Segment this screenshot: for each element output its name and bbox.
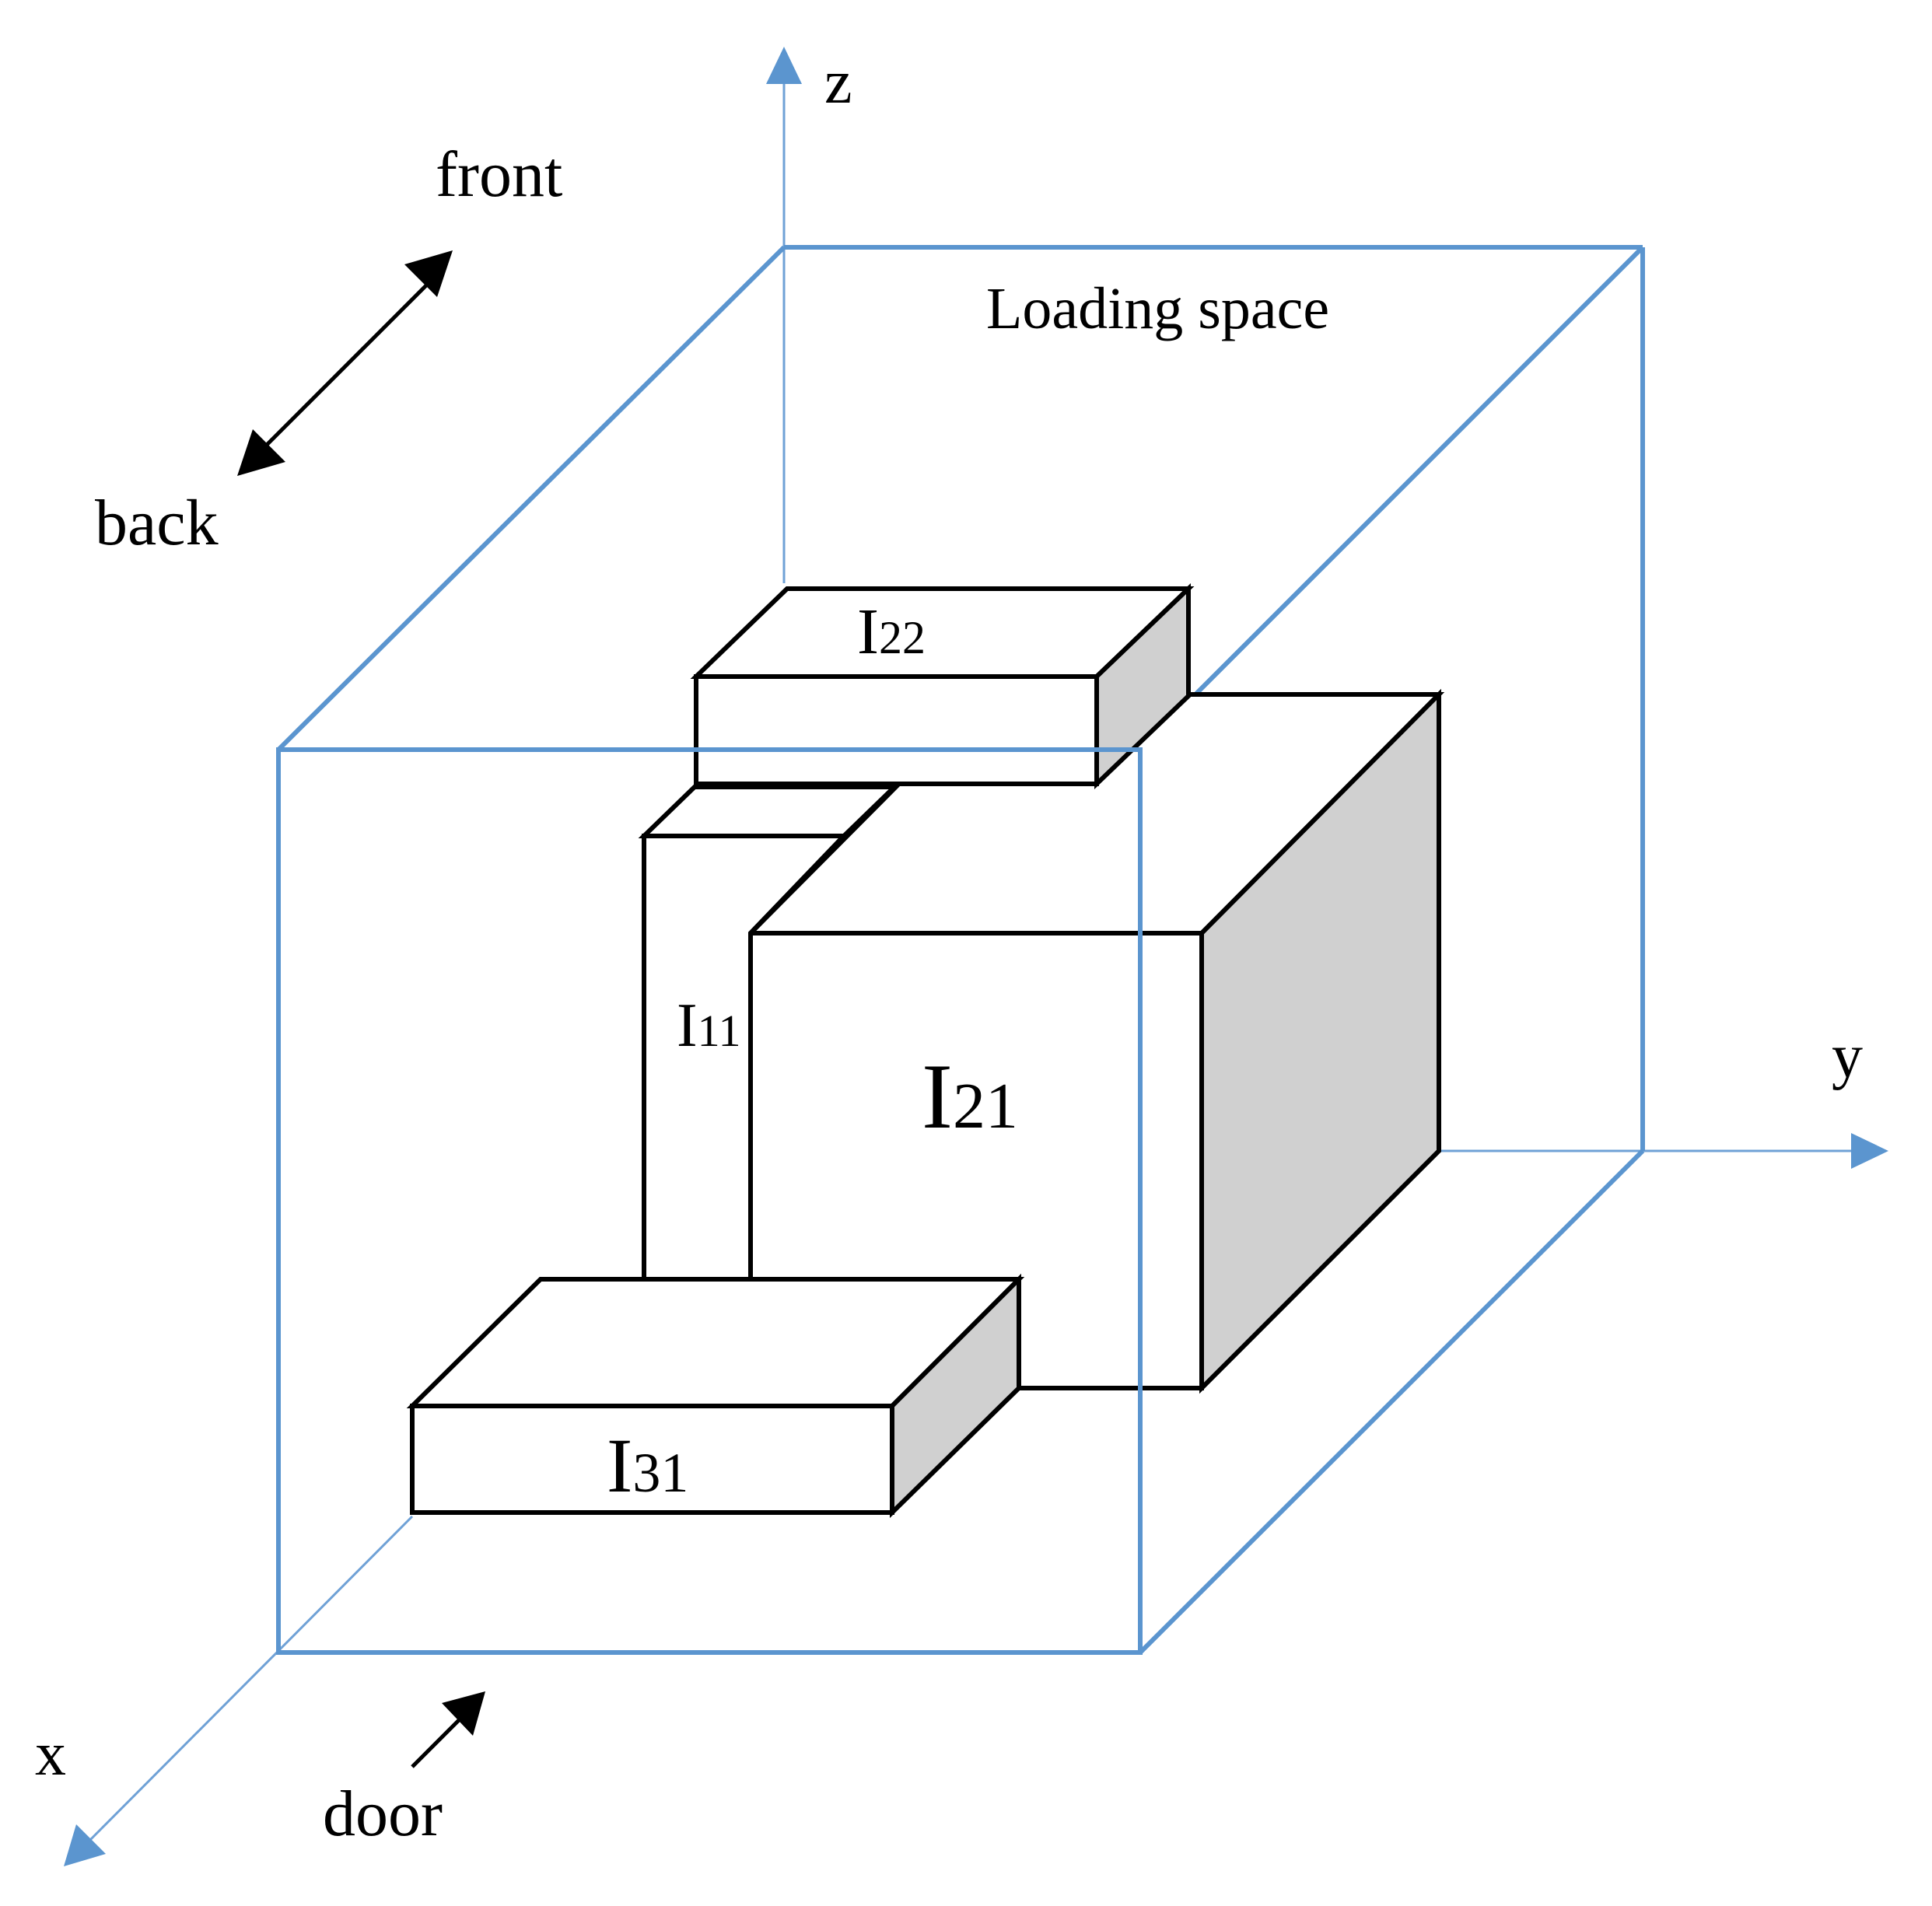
loading-space-front [276,747,1143,1655]
y-axis-label: y [1832,1023,1863,1091]
item-I11 [638,785,901,1282]
front-arrowhead [404,250,453,297]
x-axis [84,1515,414,1846]
loading-space-back [276,245,1645,1655]
loading-space-label: Loading space [986,276,1329,341]
y-axis-arrowhead [1851,1133,1888,1169]
item-I31-label: I31 [607,1422,688,1509]
item-I22 [690,582,1195,790]
x-axis-label: x [35,1720,66,1789]
door-arrowhead [442,1691,485,1736]
back-label: back [95,487,219,559]
back-arrowhead [237,429,285,476]
door-label: door [323,1778,443,1850]
axes: z y x [35,47,1888,1866]
item-I31 [406,1273,1025,1519]
z-axis-arrowhead [766,47,802,84]
front-label: front [436,138,562,211]
item-I21-label: I21 [922,1044,1018,1148]
door-arrow [411,1691,485,1768]
item-I21-front [748,834,846,1279]
z-axis-label: z [824,48,852,117]
item-I11-label: I11 [677,991,741,1060]
front-back-arrow [237,250,453,476]
item-I22-label: I22 [857,596,926,668]
item-I21 [744,688,1445,1394]
x-axis-arrowhead [64,1824,106,1866]
